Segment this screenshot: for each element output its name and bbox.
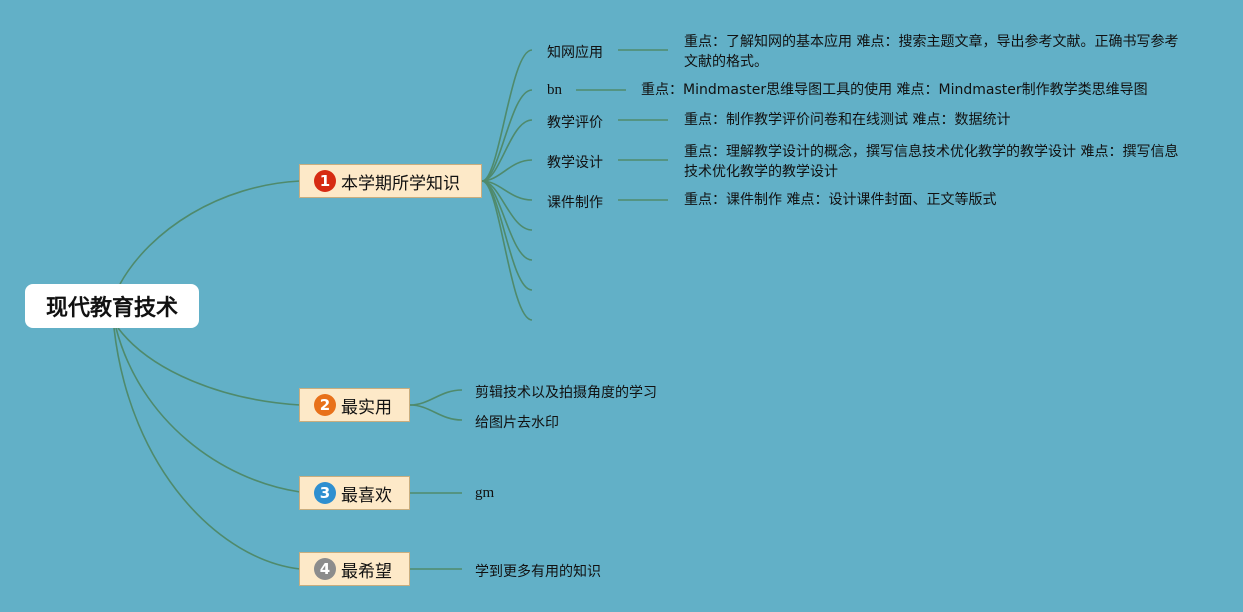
connector-b2-topic-1 xyxy=(409,389,463,406)
connector-root-branch-3 xyxy=(115,327,301,493)
root-title: 现代教育技术 xyxy=(45,296,178,321)
branch-label: 本学期所学知识 xyxy=(341,173,460,194)
topic-node[interactable]: 教学评价 xyxy=(547,115,603,131)
topic-node[interactable]: bn xyxy=(547,82,562,98)
connector-root-branch-2 xyxy=(117,327,301,406)
connector-b2-topic-2 xyxy=(409,404,463,421)
topic-note: 重点：理解教学设计的概念，撰写信息技术优化教学的教学设计 难点：撰写信息技术优化… xyxy=(684,144,1179,180)
topic-node[interactable]: 学到更多有用的知识 xyxy=(475,564,601,580)
connector-root-branch-4 xyxy=(113,327,301,570)
branch-label: 最喜欢 xyxy=(341,485,392,506)
connector-b1-topic-4 xyxy=(481,159,533,182)
topic-node[interactable]: gm xyxy=(475,485,495,501)
root-node[interactable]: 现代教育技术 xyxy=(25,284,199,328)
topic-node[interactable]: 知网应用 xyxy=(547,45,603,61)
branch-label: 最实用 xyxy=(341,397,392,418)
branch-node-4[interactable]: 4 最希望 xyxy=(299,552,410,586)
connector-b1-topic-1 xyxy=(481,49,533,182)
topic-note: 重点：了解知网的基本应用 难点：搜索主题文章，导出参考文献。正确书写参考文献的格… xyxy=(684,34,1179,70)
branch-node-3[interactable]: 3 最喜欢 xyxy=(299,476,410,510)
connector-b1-empty-4 xyxy=(481,180,533,321)
branch-node-2[interactable]: 2 最实用 xyxy=(299,388,410,422)
connector-root-branch-1 xyxy=(119,180,301,285)
connector-b1-topic-2 xyxy=(481,89,533,182)
connector-b1-empty-3 xyxy=(481,180,533,291)
connector-b1-empty-2 xyxy=(481,180,533,261)
number-1-icon: 1 xyxy=(314,170,336,192)
number-3-icon: 3 xyxy=(314,482,336,504)
topic-node[interactable]: 课件制作 xyxy=(547,195,603,211)
branch-node-1[interactable]: 1 本学期所学知识 xyxy=(299,164,482,198)
topic-note: 重点：Mindmaster思维导图工具的使用 难点：Mindmaster制作教学… xyxy=(641,82,1148,98)
topic-node[interactable]: 教学设计 xyxy=(547,155,603,171)
number-2-icon: 2 xyxy=(314,394,336,416)
topic-node[interactable]: 剪辑技术以及拍摄角度的学习 xyxy=(475,385,657,401)
branch-label: 最希望 xyxy=(341,561,392,582)
topic-note: 重点：课件制作 难点：设计课件封面、正文等版式 xyxy=(684,192,997,208)
topic-note: 重点：制作教学评价问卷和在线测试 难点：数据统计 xyxy=(684,112,1011,128)
topic-node[interactable]: 给图片去水印 xyxy=(475,415,559,431)
number-4-icon: 4 xyxy=(314,558,336,580)
connector-b1-topic-3 xyxy=(481,119,533,182)
